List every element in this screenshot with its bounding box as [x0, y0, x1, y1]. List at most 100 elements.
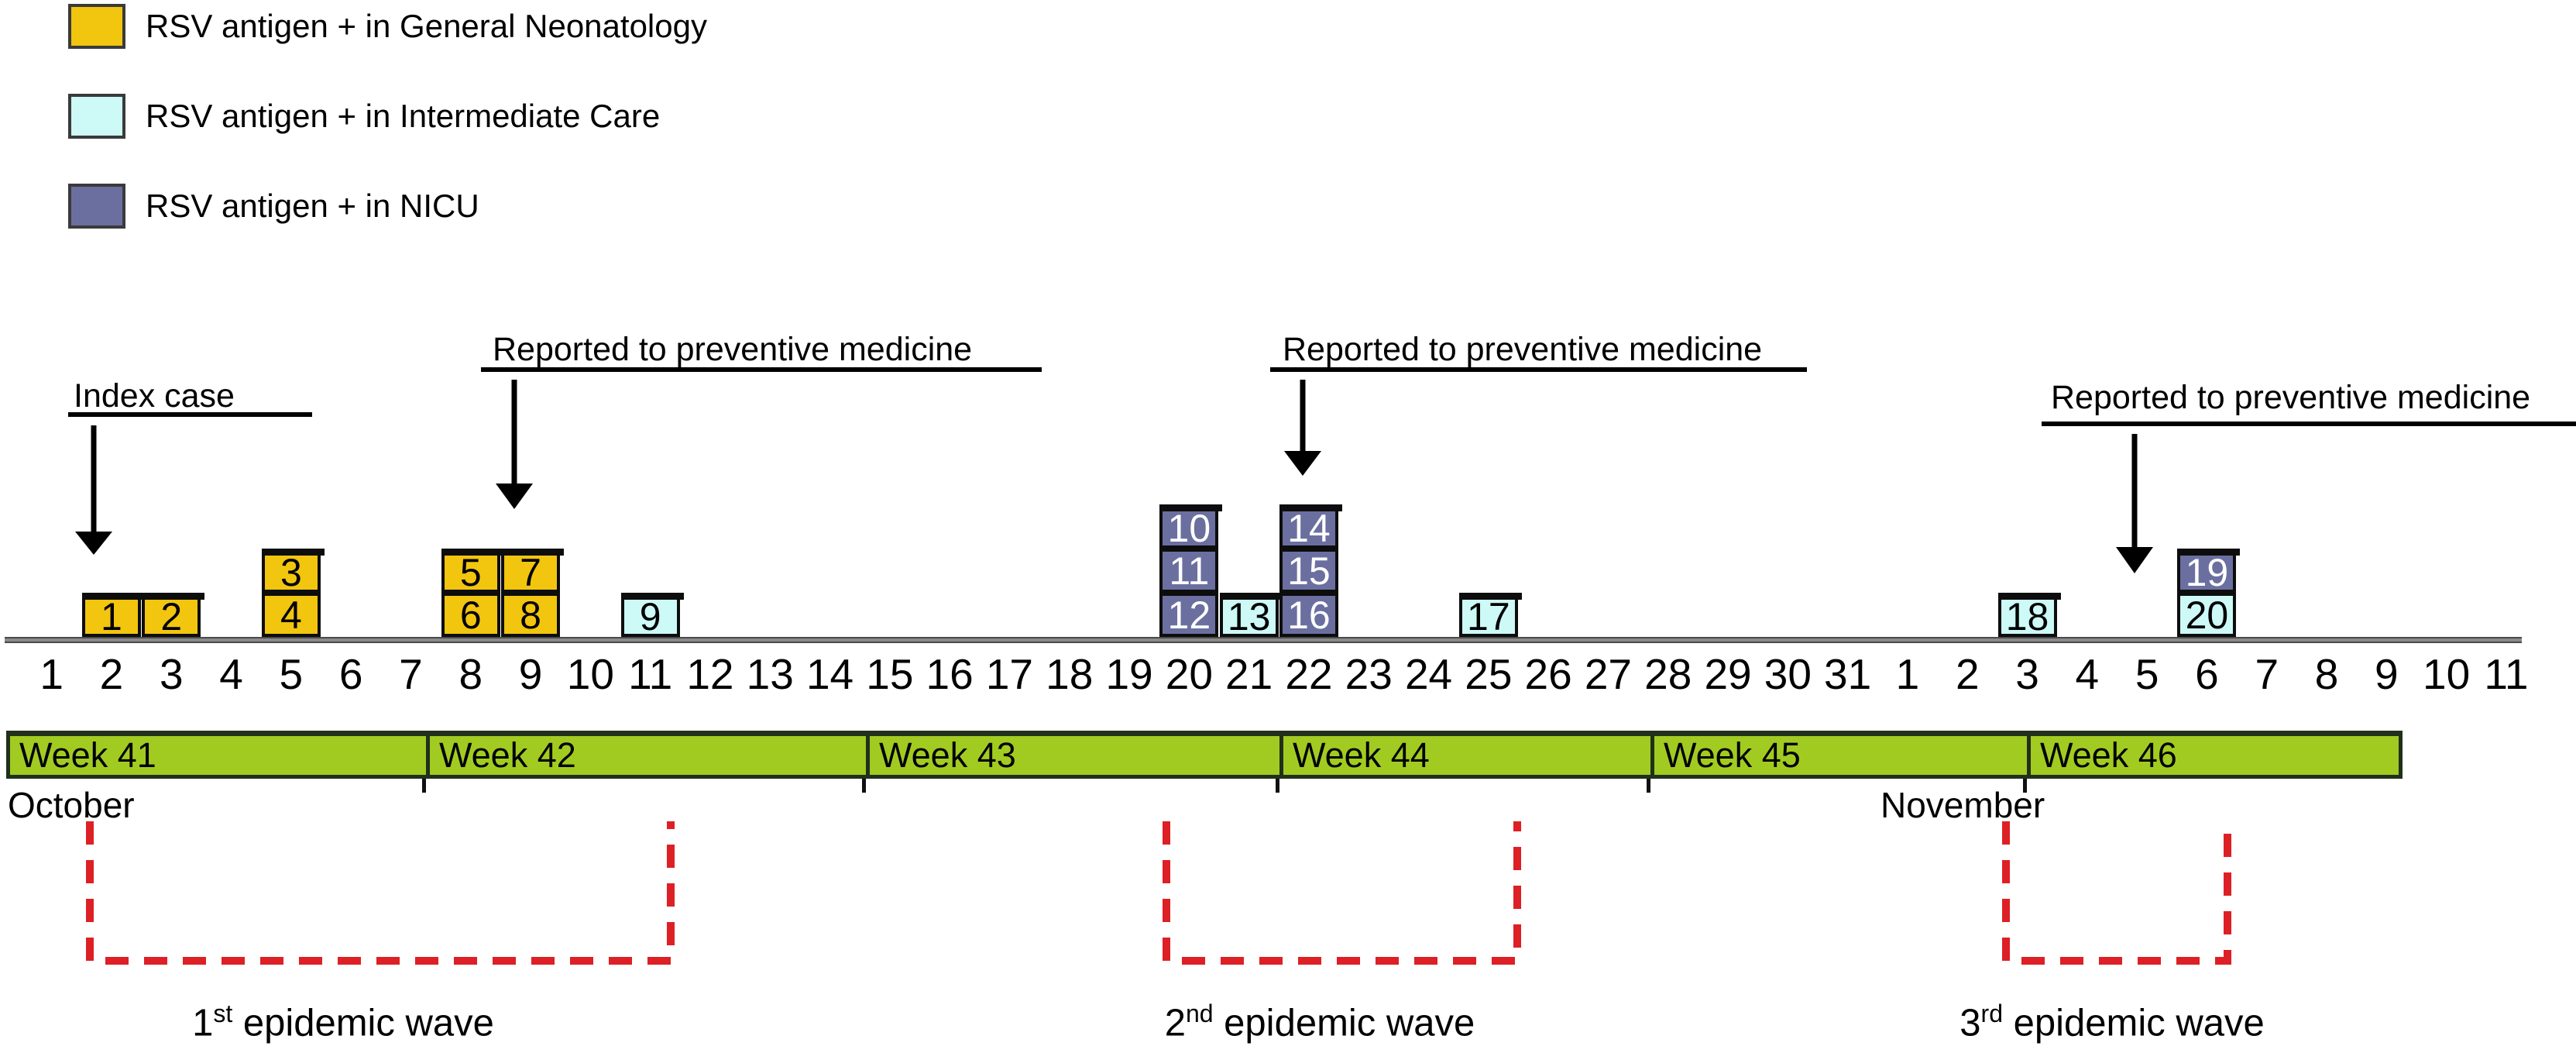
day-tick-october-28: 28 [1644, 650, 1692, 698]
week-cell-week-42: Week 42 [426, 735, 866, 775]
day-tick-october-31: 31 [1824, 650, 1872, 698]
week-cell-week-44: Week 44 [1279, 735, 1650, 775]
case-box-12-nicu: 12 [1159, 593, 1219, 637]
day-tick-october-11: 11 [628, 650, 673, 698]
case-box-18-intermediate-care: 18 [1997, 593, 2061, 637]
annotation-label-report-1: Reported to preventive medicine [493, 331, 973, 368]
annotation-arrow-report-3 [2116, 434, 2153, 573]
case-box-19-nicu: 19 [2177, 549, 2241, 593]
day-tick-november-8: 8 [2314, 650, 2339, 698]
wave-bracket-1 [86, 821, 675, 965]
case-box-17-intermediate-care: 17 [1458, 593, 1522, 637]
case-box-15-nicu: 15 [1279, 549, 1338, 593]
wave-label-2: 2nd epidemic wave [1164, 1000, 1475, 1044]
month-label-november: November [1880, 785, 2045, 825]
day-tick-october-3: 3 [159, 650, 184, 698]
day-tick-october-8: 8 [459, 650, 483, 698]
day-tick-november-6: 6 [2195, 650, 2219, 698]
case-box-2-general-neonatology: 2 [142, 593, 205, 637]
wave-bracket-2 [1163, 821, 1521, 965]
week-cell-week-41: Week 41 [19, 735, 156, 775]
day-tick-october-17: 17 [985, 650, 1034, 698]
annotation-underline-report-2 [1270, 367, 1807, 372]
day-tick-november-3: 3 [2015, 650, 2039, 698]
timeline-axis [5, 637, 2522, 643]
month-label-october: October [8, 785, 135, 825]
day-tick-october-19: 19 [1105, 650, 1153, 698]
legend-swatch-nicu [68, 184, 125, 229]
week-boundary-tick [2023, 779, 2027, 793]
day-tick-october-29: 29 [1704, 650, 1752, 698]
case-box-14-nicu: 14 [1279, 504, 1342, 549]
case-box-13-intermediate-care: 13 [1219, 593, 1283, 637]
day-tick-october-5: 5 [279, 650, 304, 698]
day-tick-november-7: 7 [2255, 650, 2279, 698]
annotation-label-report-2: Reported to preventive medicine [1283, 331, 1763, 368]
case-box-7-general-neonatology: 7 [501, 549, 565, 593]
case-box-11-nicu: 11 [1159, 549, 1219, 593]
day-tick-october-2: 2 [99, 650, 124, 698]
wave-label-1: 1st epidemic wave [192, 1000, 494, 1044]
case-box-5-general-neonatology: 5 [441, 549, 504, 593]
day-tick-october-14: 14 [805, 650, 854, 698]
case-box-9-intermediate-care: 9 [620, 593, 684, 637]
case-box-1-general-neonatology: 1 [81, 593, 145, 637]
day-tick-october-13: 13 [746, 650, 794, 698]
day-tick-november-5: 5 [2135, 650, 2159, 698]
day-tick-november-1: 1 [1895, 650, 1920, 698]
annotation-label-index-case: Index case [74, 377, 235, 415]
week-cell-week-45: Week 45 [1650, 735, 2027, 775]
case-box-3-general-neonatology: 3 [261, 549, 325, 593]
day-tick-november-4: 4 [2075, 650, 2100, 698]
day-tick-october-6: 6 [338, 650, 363, 698]
day-tick-october-20: 20 [1165, 650, 1213, 698]
day-tick-october-9: 9 [518, 650, 543, 698]
day-tick-october-4: 4 [219, 650, 243, 698]
annotation-underline-report-1 [481, 367, 1042, 372]
day-tick-october-25: 25 [1465, 650, 1513, 698]
legend-label-intermediate-care: RSV antigen + in Intermediate Care [146, 98, 661, 134]
day-tick-october-21: 21 [1225, 650, 1273, 698]
annotation-label-report-3: Reported to preventive medicine [2051, 379, 2531, 416]
day-tick-november-2: 2 [1955, 650, 1980, 698]
week-boundary-tick [1647, 779, 1650, 793]
wave-label-3: 3rd epidemic wave [1959, 1000, 2265, 1044]
case-box-16-nicu: 16 [1279, 593, 1338, 637]
day-tick-october-23: 23 [1345, 650, 1393, 698]
day-tick-october-24: 24 [1404, 650, 1453, 698]
day-tick-october-26: 26 [1524, 650, 1572, 698]
annotation-underline-report-3 [2042, 422, 2576, 426]
case-box-10-nicu: 10 [1159, 504, 1223, 549]
day-tick-november-9: 9 [2375, 650, 2399, 698]
day-tick-october-1: 1 [39, 650, 64, 698]
week-boundary-tick [422, 779, 426, 793]
day-tick-october-7: 7 [399, 650, 423, 698]
week-cell-week-46: Week 46 [2027, 735, 2406, 775]
day-tick-october-22: 22 [1285, 650, 1333, 698]
case-box-20-intermediate-care: 20 [2177, 593, 2237, 637]
annotation-arrow-index-case [75, 425, 112, 555]
day-tick-october-15: 15 [866, 650, 914, 698]
day-tick-october-27: 27 [1584, 650, 1633, 698]
legend-swatch-intermediate-care [68, 94, 125, 139]
day-tick-october-16: 16 [926, 650, 974, 698]
case-box-4-general-neonatology: 4 [261, 593, 321, 637]
day-tick-october-30: 30 [1764, 650, 1812, 698]
annotation-arrow-report-2 [1284, 380, 1321, 476]
legend-swatch-general-neonatology [68, 4, 125, 49]
annotation-underline-index-case [68, 412, 312, 417]
week-cell-week-43: Week 43 [866, 735, 1279, 775]
legend-label-general-neonatology: RSV antigen + in General Neonatology [146, 8, 707, 44]
annotation-arrow-report-1 [496, 380, 533, 509]
day-tick-october-12: 12 [686, 650, 734, 698]
day-tick-october-18: 18 [1046, 650, 1094, 698]
day-tick-october-10: 10 [566, 650, 614, 698]
week-boundary-tick [862, 779, 866, 793]
legend-label-nicu: RSV antigen + in NICU [146, 188, 479, 224]
day-tick-november-11: 11 [2484, 650, 2529, 698]
case-box-6-general-neonatology: 6 [441, 593, 500, 637]
week-boundary-tick [1276, 779, 1279, 793]
day-tick-november-10: 10 [2423, 650, 2471, 698]
